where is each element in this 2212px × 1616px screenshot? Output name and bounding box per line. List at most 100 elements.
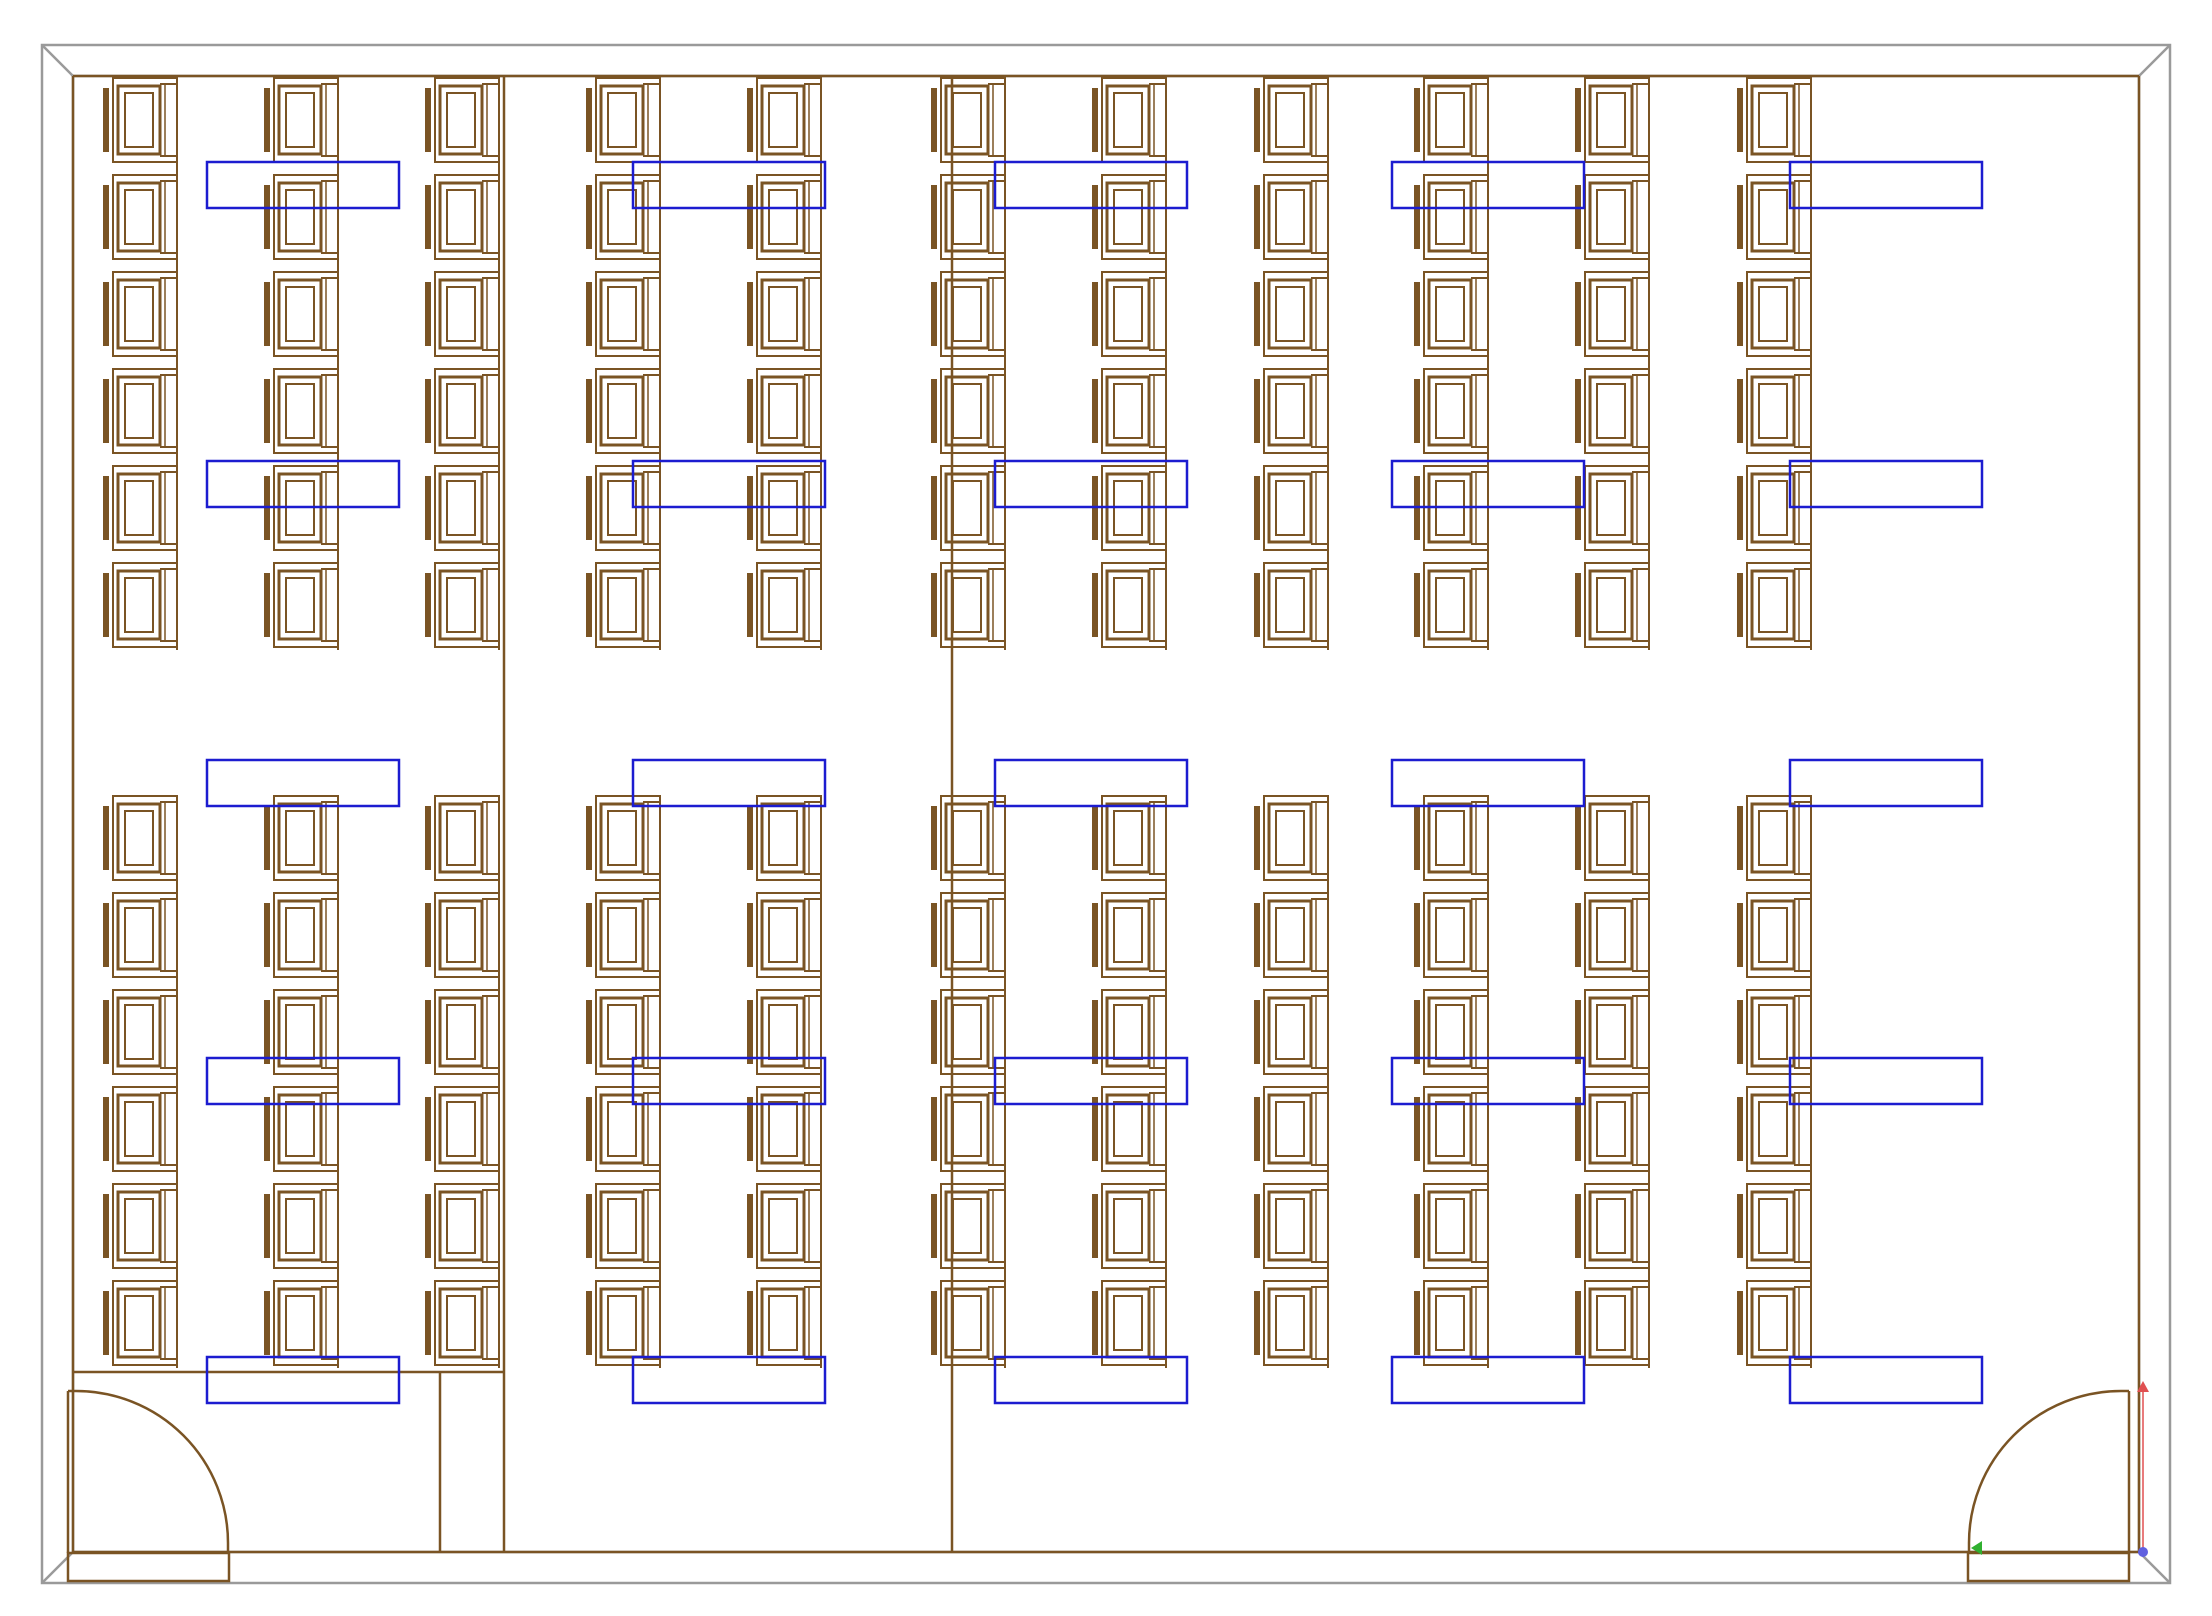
table[interactable] — [1788, 1056, 1984, 1106]
chair-icon[interactable] — [1257, 563, 1328, 647]
chair-icon[interactable] — [267, 369, 338, 453]
chair-icon[interactable] — [1740, 1281, 1811, 1365]
chair-icon[interactable] — [106, 563, 177, 647]
chair-icon[interactable] — [750, 893, 821, 977]
chair-icon[interactable] — [1095, 175, 1166, 259]
chair-icon[interactable] — [1257, 990, 1328, 1074]
chair-icon[interactable] — [934, 893, 1005, 977]
chair-icon[interactable] — [1578, 990, 1649, 1074]
chair-icon[interactable] — [267, 272, 338, 356]
chair-icon[interactable] — [1095, 1281, 1166, 1365]
chair-icon[interactable] — [750, 78, 821, 162]
table[interactable] — [631, 459, 827, 509]
chair-icon[interactable] — [1417, 990, 1488, 1074]
chair-icon[interactable] — [1578, 796, 1649, 880]
chair-icon[interactable] — [428, 893, 499, 977]
chair-icon[interactable] — [750, 796, 821, 880]
chair-icon[interactable] — [750, 175, 821, 259]
chair-icon[interactable] — [428, 1281, 499, 1365]
chair-icon[interactable] — [1417, 78, 1488, 162]
chair-icon[interactable] — [1095, 1087, 1166, 1171]
chair-icon[interactable] — [1578, 563, 1649, 647]
table[interactable] — [1788, 1355, 1984, 1405]
table[interactable] — [993, 160, 1189, 210]
chair-icon[interactable] — [1740, 175, 1811, 259]
chair-icon[interactable] — [1417, 1184, 1488, 1268]
chair-icon[interactable] — [589, 1184, 660, 1268]
chair-icon[interactable] — [428, 796, 499, 880]
table[interactable] — [631, 160, 827, 210]
chair-icon[interactable] — [267, 1281, 338, 1365]
table[interactable] — [1390, 758, 1586, 808]
chair-icon[interactable] — [428, 369, 499, 453]
chair-icon[interactable] — [750, 369, 821, 453]
chair-icon[interactable] — [1578, 272, 1649, 356]
chair-icon[interactable] — [750, 563, 821, 647]
chair-icon[interactable] — [750, 272, 821, 356]
chair-icon[interactable] — [106, 1184, 177, 1268]
table[interactable] — [1390, 459, 1586, 509]
chair-icon[interactable] — [267, 175, 338, 259]
chair-icon[interactable] — [1095, 272, 1166, 356]
chair-icon[interactable] — [1257, 1087, 1328, 1171]
chair-icon[interactable] — [1095, 796, 1166, 880]
chair-icon[interactable] — [267, 1087, 338, 1171]
chair-icon[interactable] — [1095, 369, 1166, 453]
chair-icon[interactable] — [750, 990, 821, 1074]
chair-icon[interactable] — [1257, 78, 1328, 162]
table[interactable] — [1788, 758, 1984, 808]
chair-icon[interactable] — [1257, 796, 1328, 880]
chair-icon[interactable] — [1257, 272, 1328, 356]
table[interactable] — [1788, 160, 1984, 210]
chair-icon[interactable] — [1417, 796, 1488, 880]
chair-icon[interactable] — [934, 272, 1005, 356]
chair-icon[interactable] — [106, 175, 177, 259]
table[interactable] — [631, 758, 827, 808]
chair-icon[interactable] — [934, 1184, 1005, 1268]
chair-icon[interactable] — [106, 1281, 177, 1365]
chair-icon[interactable] — [267, 563, 338, 647]
chair-icon[interactable] — [1578, 1281, 1649, 1365]
chair-icon[interactable] — [750, 1087, 821, 1171]
chair-icon[interactable] — [428, 1087, 499, 1171]
chair-icon[interactable] — [106, 1087, 177, 1171]
chair-icon[interactable] — [106, 272, 177, 356]
table[interactable] — [1390, 160, 1586, 210]
chair-icon[interactable] — [589, 78, 660, 162]
chair-icon[interactable] — [428, 466, 499, 550]
chair-icon[interactable] — [1578, 175, 1649, 259]
chair-icon[interactable] — [428, 175, 499, 259]
chair-icon[interactable] — [750, 1281, 821, 1365]
chair-icon[interactable] — [1578, 466, 1649, 550]
chair-icon[interactable] — [589, 272, 660, 356]
chair-icon[interactable] — [1257, 466, 1328, 550]
chair-icon[interactable] — [589, 893, 660, 977]
chair-icon[interactable] — [1417, 369, 1488, 453]
chair-icon[interactable] — [1740, 78, 1811, 162]
table[interactable] — [205, 1056, 401, 1106]
chair-icon[interactable] — [934, 563, 1005, 647]
chair-icon[interactable] — [267, 1184, 338, 1268]
chair-icon[interactable] — [428, 1184, 499, 1268]
table[interactable] — [631, 1056, 827, 1106]
chair-icon[interactable] — [1578, 893, 1649, 977]
chair-icon[interactable] — [1417, 1087, 1488, 1171]
chair-icon[interactable] — [934, 369, 1005, 453]
chair-icon[interactable] — [1095, 990, 1166, 1074]
chair-icon[interactable] — [106, 796, 177, 880]
chair-icon[interactable] — [589, 1281, 660, 1365]
chair-icon[interactable] — [1095, 563, 1166, 647]
chair-icon[interactable] — [589, 369, 660, 453]
chair-icon[interactable] — [428, 78, 499, 162]
chair-icon[interactable] — [106, 893, 177, 977]
chair-icon[interactable] — [1740, 1184, 1811, 1268]
chair-icon[interactable] — [267, 796, 338, 880]
chair-icon[interactable] — [589, 175, 660, 259]
chair-icon[interactable] — [589, 990, 660, 1074]
chair-icon[interactable] — [1740, 990, 1811, 1074]
table[interactable] — [1390, 1056, 1586, 1106]
chair-icon[interactable] — [1095, 1184, 1166, 1268]
chair-icon[interactable] — [1578, 1184, 1649, 1268]
table[interactable] — [631, 1355, 827, 1405]
chair-icon[interactable] — [1417, 1281, 1488, 1365]
